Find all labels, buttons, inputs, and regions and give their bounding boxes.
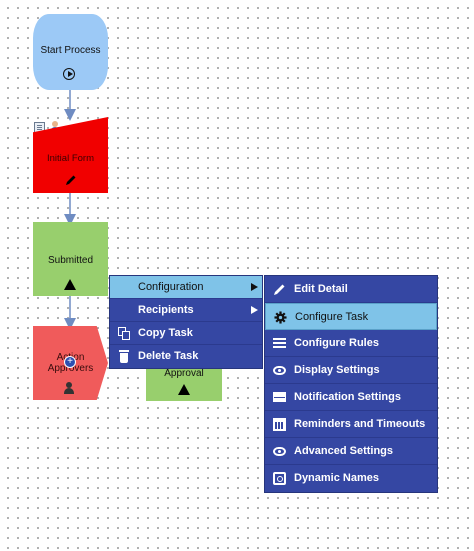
context-menu: Configuration Recipients Copy Task Delet… <box>109 275 263 369</box>
user-icon <box>63 382 75 394</box>
submenu-item-label: Configure Task <box>295 311 369 323</box>
submenu-item-configure-rules[interactable]: Configure Rules <box>265 330 437 357</box>
submenu-item-label: Notification Settings <box>294 391 401 403</box>
menu-item-recipients[interactable]: Recipients <box>110 299 262 322</box>
gear-icon <box>274 311 287 324</box>
submenu-item-display-settings[interactable]: Display Settings <box>265 357 437 384</box>
pencil-icon <box>66 175 76 185</box>
submitted-label: Submitted <box>47 255 94 266</box>
pencil-icon <box>274 284 285 295</box>
submenu-item-label: Configure Rules <box>294 337 379 349</box>
submenu-arrow-icon <box>251 283 258 291</box>
submenu-item-dynamic-names[interactable]: Dynamic Names <box>265 465 437 492</box>
copy-icon <box>118 327 130 340</box>
start-process-label: Start Process <box>40 45 101 56</box>
configuration-submenu: Edit Detail Configure Task Configure Rul… <box>264 275 438 493</box>
submenu-item-edit-detail[interactable]: Edit Detail <box>265 276 437 303</box>
menu-item-label: Recipients <box>138 304 194 316</box>
play-circle-icon[interactable] <box>63 68 75 80</box>
submenu-item-reminders-timeouts[interactable]: Reminders and Timeouts <box>265 411 437 438</box>
submenu-item-label: Advanced Settings <box>294 445 394 457</box>
envelope-icon <box>273 392 286 402</box>
submenu-item-label: Reminders and Timeouts <box>294 418 426 430</box>
eye-icon <box>273 366 286 375</box>
menu-item-copy-task[interactable]: Copy Task <box>110 322 262 345</box>
add-connection-icon[interactable]: + <box>64 356 76 368</box>
submenu-item-label: Edit Detail <box>294 283 348 295</box>
submenu-arrow-icon <box>251 306 258 314</box>
list-icon <box>273 337 286 350</box>
submenu-item-advanced-settings[interactable]: Advanced Settings <box>265 438 437 465</box>
menu-item-label: Configuration <box>138 281 204 293</box>
submenu-item-label: Display Settings <box>294 364 380 376</box>
submenu-item-configure-task[interactable]: Configure Task <box>265 303 437 330</box>
menu-item-delete-task[interactable]: Delete Task <box>110 345 262 368</box>
menu-item-configuration[interactable]: Configuration <box>110 276 262 299</box>
triangle-icon <box>64 279 76 290</box>
approval-label: Approval <box>164 368 204 379</box>
menu-item-label: Copy Task <box>138 327 193 339</box>
calendar-icon <box>273 418 286 431</box>
submenu-item-notification-settings[interactable]: Notification Settings <box>265 384 437 411</box>
action-approvers-label-line2: Approvers <box>47 363 94 374</box>
triangle-icon <box>178 384 190 395</box>
submitted-node[interactable]: Submitted <box>33 222 108 296</box>
initial-form-node[interactable]: Initial Form <box>33 117 108 193</box>
start-process-node[interactable]: Start Process <box>33 14 108 90</box>
menu-item-label: Delete Task <box>138 350 199 362</box>
search-icon <box>273 472 286 485</box>
eye-icon <box>273 447 286 456</box>
submenu-item-label: Dynamic Names <box>294 472 379 484</box>
trash-icon <box>118 350 130 363</box>
initial-form-label: Initial Form <box>47 153 94 164</box>
